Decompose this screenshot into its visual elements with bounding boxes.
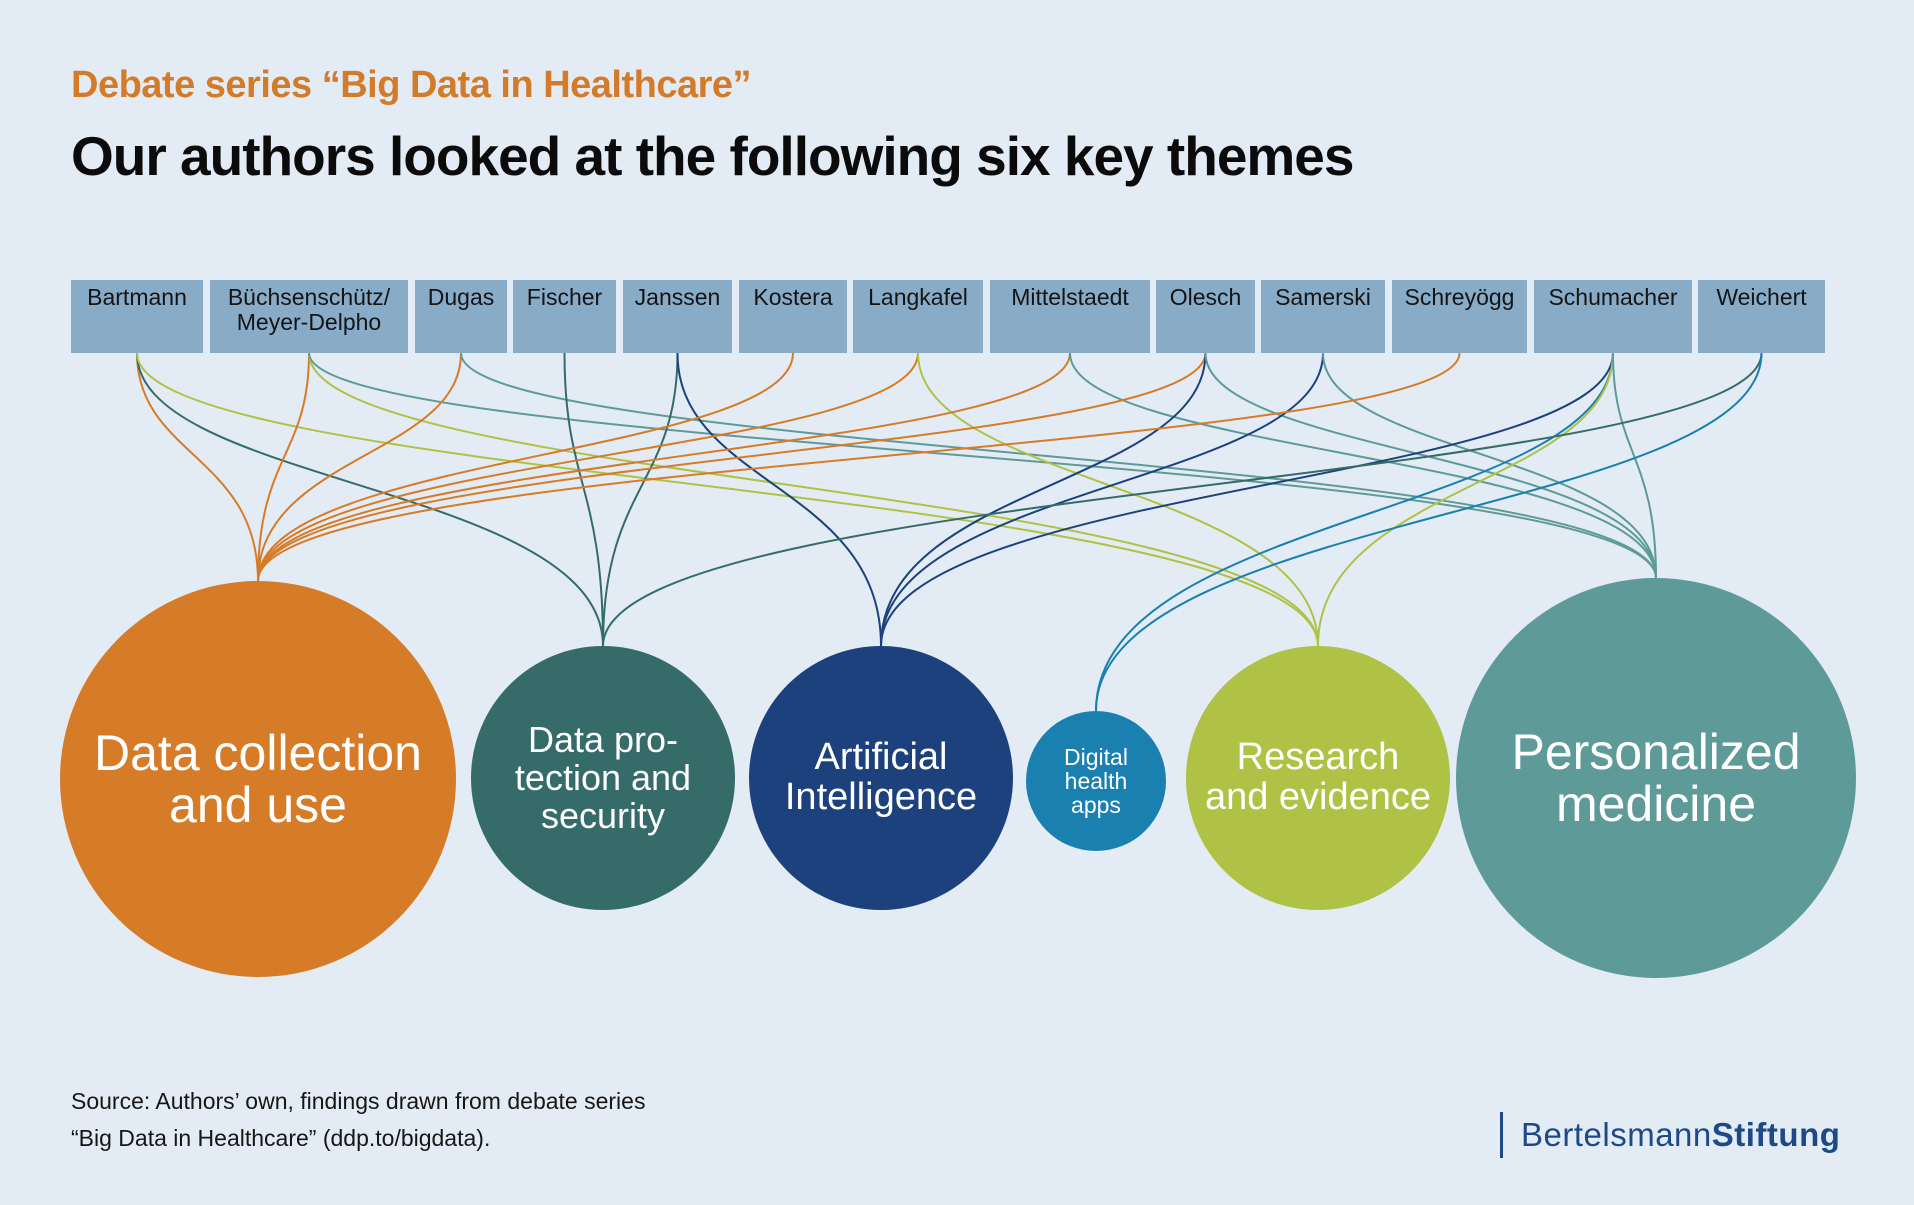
author-name: Büchsenschütz/ Meyer-Delpho <box>227 284 391 335</box>
connection-line <box>257 352 1071 582</box>
author-box: Olesch <box>1156 280 1255 353</box>
author-box: Langkafel <box>853 280 983 353</box>
connection-lines <box>136 352 1763 712</box>
connection-line <box>1322 352 1657 579</box>
connection-line <box>1095 352 1763 712</box>
author-box: Büchsenschütz/ Meyer-Delpho <box>210 280 408 353</box>
theme-circle-personalized-medicine <box>1456 578 1856 978</box>
connection-line <box>917 352 1319 647</box>
author-box: Kostera <box>739 280 847 353</box>
logo-regular: Bertelsmann <box>1521 1116 1712 1153</box>
connection-line <box>880 352 1324 647</box>
connection-line <box>257 352 794 582</box>
connection-line <box>136 352 1319 647</box>
connection-line <box>880 352 1207 647</box>
author-name: Samerski <box>1275 284 1371 310</box>
author-name: Weichert <box>1716 284 1807 310</box>
author-box: Fischer <box>513 280 616 353</box>
page-title: Our authors looked at the following six … <box>71 125 1354 187</box>
logo-bold: Stiftung <box>1711 1116 1841 1153</box>
theme-circle-data-collection <box>60 581 456 977</box>
source-note: Source: Authors’ own, findings drawn fro… <box>71 1083 645 1157</box>
author-box: Mittelstaedt <box>990 280 1150 353</box>
theme-circle-research <box>1186 646 1450 910</box>
connection-line <box>880 352 1614 647</box>
author-name: Fischer <box>526 284 603 310</box>
author-box: Janssen <box>623 280 732 353</box>
connection-line <box>136 352 604 647</box>
source-line-1: Source: Authors’ own, findings drawn fro… <box>71 1088 646 1114</box>
connection-line <box>308 352 1657 579</box>
series-subtitle: Debate series “Big Data in Healthcare” <box>71 64 752 106</box>
author-name: Janssen <box>634 284 721 310</box>
author-name: Kostera <box>753 284 833 310</box>
connection-line <box>136 352 259 582</box>
connection-line <box>257 352 1207 582</box>
theme-circle-data-protection <box>471 646 735 910</box>
author-name: Schumacher <box>1548 284 1678 310</box>
connection-line <box>1204 352 1657 579</box>
connection-line <box>308 352 1319 647</box>
author-name: Schreyögg <box>1404 284 1515 310</box>
theme-circle-ai <box>749 646 1013 910</box>
logo-text: BertelsmannStiftung <box>1521 1116 1840 1154</box>
author-name: Langkafel <box>868 284 968 310</box>
author-box: Schreyögg <box>1392 280 1527 353</box>
author-name: Olesch <box>1169 284 1242 310</box>
bertelsmann-stiftung-logo: BertelsmannStiftung <box>1500 1112 1840 1158</box>
connection-line <box>257 352 919 582</box>
connection-line <box>460 352 1657 579</box>
connection-line <box>257 352 310 582</box>
author-box: Samerski <box>1261 280 1385 353</box>
connection-line <box>602 352 679 647</box>
source-line-2: “Big Data in Healthcare” (ddp.to/bigdata… <box>71 1125 491 1151</box>
logo-bar <box>1500 1112 1503 1158</box>
connection-line <box>602 352 1763 647</box>
connection-line <box>676 352 882 647</box>
author-name: Bartmann <box>87 284 187 310</box>
author-box: Dugas <box>415 280 507 353</box>
connection-line <box>257 352 1461 582</box>
theme-circle-digital-health-apps <box>1026 711 1166 851</box>
connection-line <box>1317 352 1614 647</box>
author-box: Bartmann <box>71 280 203 353</box>
author-name: Mittelstaedt <box>1011 284 1129 310</box>
connection-line <box>1095 352 1614 712</box>
author-name: Dugas <box>427 284 495 310</box>
connection-line <box>1069 352 1657 579</box>
connection-line <box>563 352 604 647</box>
connection-line <box>257 352 462 582</box>
author-box: Schumacher <box>1534 280 1692 353</box>
author-box: Weichert <box>1698 280 1825 353</box>
theme-circles <box>60 578 1856 978</box>
